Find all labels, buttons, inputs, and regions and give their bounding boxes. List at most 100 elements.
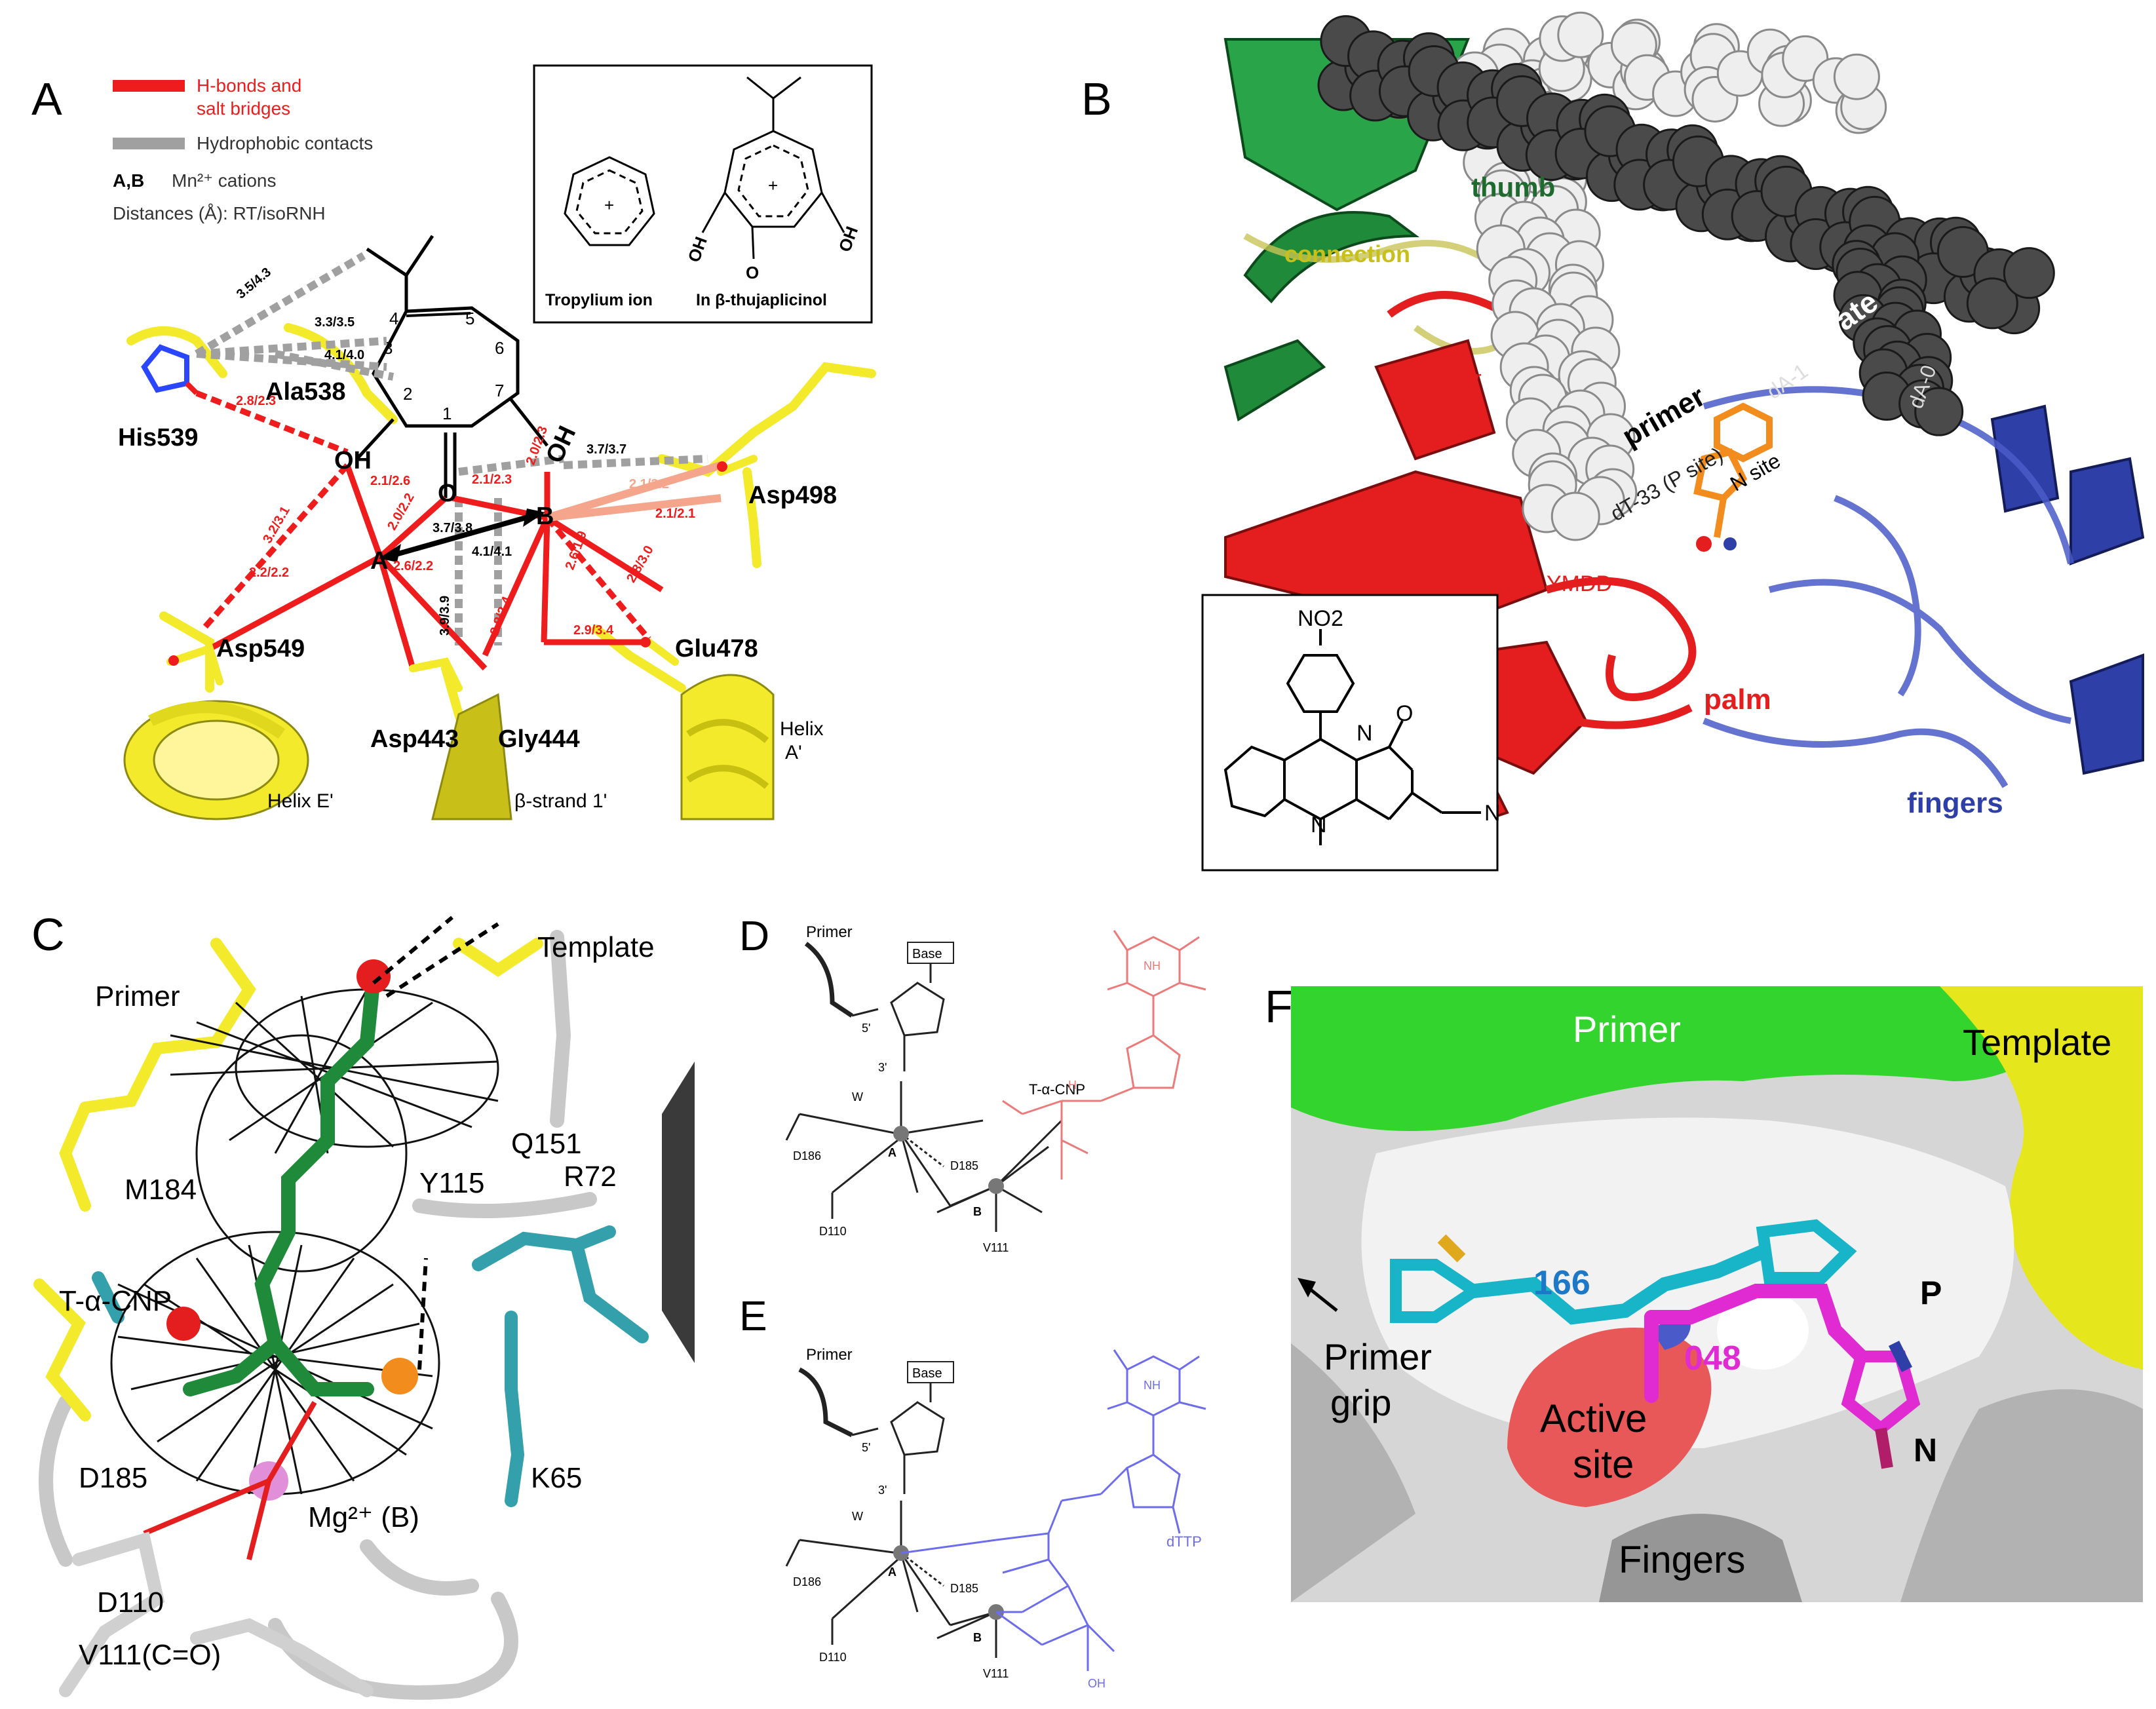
dist-17: 2.2/2.2 — [249, 566, 289, 580]
primer-sphere — [1833, 53, 1880, 100]
primer-sphere — [1557, 11, 1604, 58]
template-sphere — [2003, 247, 2055, 299]
ring-number-6: 6 — [495, 338, 504, 358]
atom-o-ring: O — [438, 480, 457, 507]
label-fingers: fingers — [1907, 787, 2003, 819]
inset-tropylium-label: Tropylium ion — [545, 291, 653, 309]
inset-o: O — [1396, 701, 1413, 726]
label-y115: Y115 — [419, 1167, 485, 1199]
surface-blue-patch — [1651, 1321, 1691, 1350]
label-beta-strand: β-strand 1' — [514, 790, 607, 812]
e-blue-ligand — [900, 1349, 1206, 1671]
panel-c: C — [0, 891, 721, 1709]
primer-sphere — [1550, 491, 1600, 541]
surface-shading — [1291, 1343, 2143, 1602]
thujaplicinol-plus: + — [768, 176, 778, 195]
d-red-ligand — [1002, 930, 1206, 1180]
label-primer-c: Primer — [95, 980, 180, 1012]
asp498-oxygen — [717, 461, 727, 472]
e-nh: NH — [1144, 1379, 1161, 1392]
d-5prime: 5' — [862, 1022, 870, 1035]
dist-15: 2.9/3.4 — [573, 623, 614, 638]
ring-number-5: 5 — [465, 309, 474, 328]
panel-a-label: A — [31, 73, 62, 125]
legend-distance-label: Distances (Å): RT/isoRNH — [113, 203, 326, 223]
inset-cn: N — [1484, 801, 1501, 826]
ligand-nitrogen — [1723, 537, 1737, 550]
d-b: B — [973, 1205, 982, 1218]
panel-d-diagram: D — [739, 912, 1206, 1254]
inset-n1: N — [1357, 721, 1373, 746]
legend-hbond-label-2: salt bridges — [197, 98, 290, 119]
d-h: H — [1068, 1079, 1077, 1092]
e-w: W — [852, 1510, 863, 1523]
active-site-surface — [1507, 1328, 1712, 1507]
palm-loops — [1387, 291, 1697, 729]
atom-oh-left: OH — [334, 447, 372, 474]
residue-his539: His539 — [118, 424, 199, 451]
e-oh: OH — [1088, 1677, 1106, 1690]
d-v111: V111 — [983, 1241, 1009, 1254]
ligand-ring — [356, 235, 549, 498]
d-base-box — [907, 942, 954, 964]
d-d186: D186 — [793, 1149, 821, 1162]
label-fingers-f: Fingers — [1619, 1539, 1745, 1581]
panel-f-diagram: F Primer Template 166 048 P N Primer gri… — [1265, 981, 2143, 1602]
bottom-sticks — [59, 1531, 374, 1697]
beta-strand-1 — [431, 693, 512, 820]
ligand-oxygen — [1696, 536, 1712, 552]
ligand-048-tail — [1875, 1427, 1893, 1469]
d-structure — [785, 942, 1063, 1232]
ligand-oxygen-mid — [166, 1307, 201, 1341]
e-structure — [785, 1367, 997, 1658]
nnrti-ligand — [1693, 402, 1773, 538]
template-sphere — [1914, 387, 1964, 436]
d-labels: Primer Base 3' 5' W T-α-CNP A B D186 D18… — [793, 923, 1161, 1254]
label-n-site-f: N — [1914, 1432, 1937, 1469]
e-primer: Primer — [806, 1346, 853, 1364]
d-w: W — [852, 1090, 863, 1104]
e-v111: V111 — [983, 1667, 1009, 1680]
ring-number-1: 1 — [442, 404, 452, 423]
panel-f: F Primer Template 166 048 P N Primer gri… — [1245, 950, 2156, 1605]
panel-b-diagram: B thumb — [1081, 11, 2145, 904]
tropylium-plus: + — [604, 195, 614, 215]
pink-bonds — [546, 461, 722, 522]
ligand-phosphorus — [381, 1358, 418, 1394]
label-palm: palm — [1704, 683, 1771, 716]
d-d110: D110 — [819, 1225, 847, 1238]
dist-8: 2.1/2.3 — [472, 472, 512, 487]
arrow-head-a — [379, 544, 401, 562]
e-5prime: 5' — [862, 1441, 870, 1454]
gray-backbone — [39, 930, 597, 1700]
panel-e-diagram: E — [739, 1292, 1206, 1690]
d-d185: D185 — [950, 1159, 978, 1172]
residue-asp549: Asp549 — [216, 635, 305, 662]
ring-number-2: 2 — [403, 384, 412, 404]
dist-12: 2.1/2.1 — [655, 507, 695, 521]
dist-10: 3.7/3.7 — [587, 442, 626, 457]
dist-4: 2.8/2.3 — [236, 394, 276, 408]
ring-number-7: 7 — [495, 381, 504, 400]
inset-o-minus: O — [746, 263, 759, 282]
tropylium-ring — [564, 156, 655, 246]
label-helix-a-2: A' — [785, 742, 802, 763]
residue-ala538: Ala538 — [265, 378, 346, 406]
panel-c-diagram: C — [31, 909, 695, 1700]
primer-yellow-sticks — [33, 938, 543, 1421]
asp549-oxygen — [168, 655, 179, 666]
label-d185: D185 — [79, 1462, 147, 1494]
inset-thujaplicinol-label: In β-thujaplicinol — [696, 291, 827, 309]
panel-a: A H-bonds and salt bridges Hydrophobic c… — [0, 0, 1081, 872]
e-base: Base — [912, 1366, 942, 1381]
surface-highlight — [1717, 1291, 1809, 1370]
dist-20: 3.9/3.9 — [438, 596, 452, 636]
glu478-oxygen — [640, 637, 651, 647]
label-primer-grip-f1: Primer — [1324, 1336, 1432, 1377]
panel-b: B thumb — [1049, 0, 2156, 917]
inset-box — [533, 64, 873, 324]
e-labels: Primer Base 3' 5' W dTTP A B D186 D185 D… — [793, 1346, 1202, 1690]
inset-oh-left: OH — [683, 234, 711, 265]
e-3prime: 3' — [878, 1484, 887, 1497]
primer-grip-arrow-head — [1298, 1278, 1316, 1297]
